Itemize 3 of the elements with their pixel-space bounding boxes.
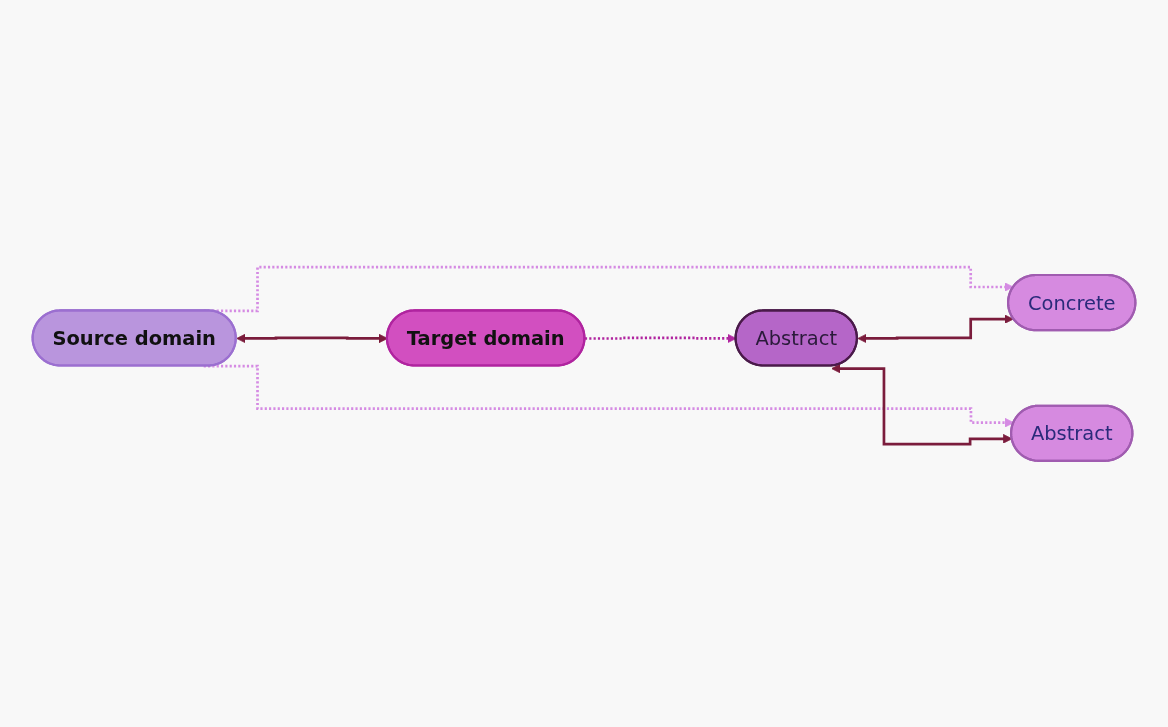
- arrow: [857, 313, 1014, 343]
- arrow: [236, 333, 388, 343]
- arrow: [831, 363, 1013, 445]
